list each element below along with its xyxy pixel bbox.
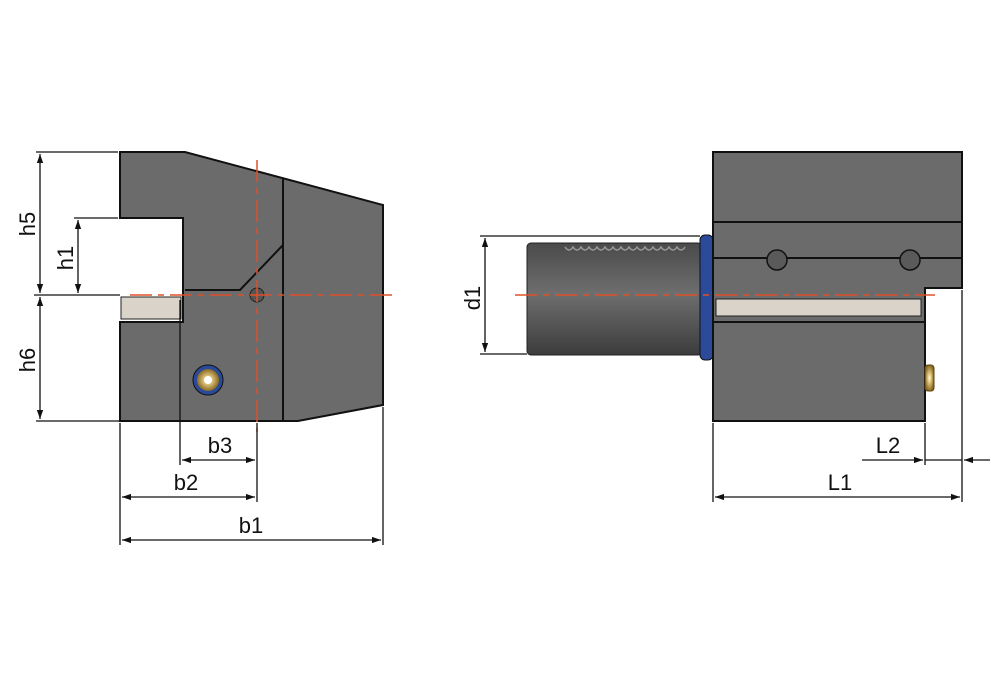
label-h6: h6 xyxy=(15,348,40,372)
clamp-screw-icon xyxy=(192,364,224,396)
set-screw-hole xyxy=(899,249,921,271)
front-view: h5 h1 h6 b3 b2 b1 xyxy=(15,151,392,545)
tool-slot-insert xyxy=(715,298,922,317)
shank-thread xyxy=(564,245,686,251)
extension-lines xyxy=(480,235,963,502)
seal-ring xyxy=(699,234,714,361)
coolant-screw-icon xyxy=(924,364,935,392)
label-b1: b1 xyxy=(239,513,263,538)
label-h5: h5 xyxy=(15,212,40,236)
label-L1: L1 xyxy=(828,470,852,495)
extension-lines xyxy=(34,151,384,545)
tool-slot-insert xyxy=(120,296,182,320)
label-b2: b2 xyxy=(174,470,198,495)
holder-body xyxy=(119,151,384,422)
label-L2: L2 xyxy=(876,433,900,458)
label-d1: d1 xyxy=(460,286,485,310)
label-h1: h1 xyxy=(53,246,78,270)
body-edge xyxy=(185,244,284,291)
label-b3: b3 xyxy=(208,433,232,458)
set-screw-hole xyxy=(766,249,788,271)
holder-body-side xyxy=(712,151,963,422)
shank xyxy=(526,242,703,356)
side-view: d1 L1 L2 xyxy=(460,151,990,502)
